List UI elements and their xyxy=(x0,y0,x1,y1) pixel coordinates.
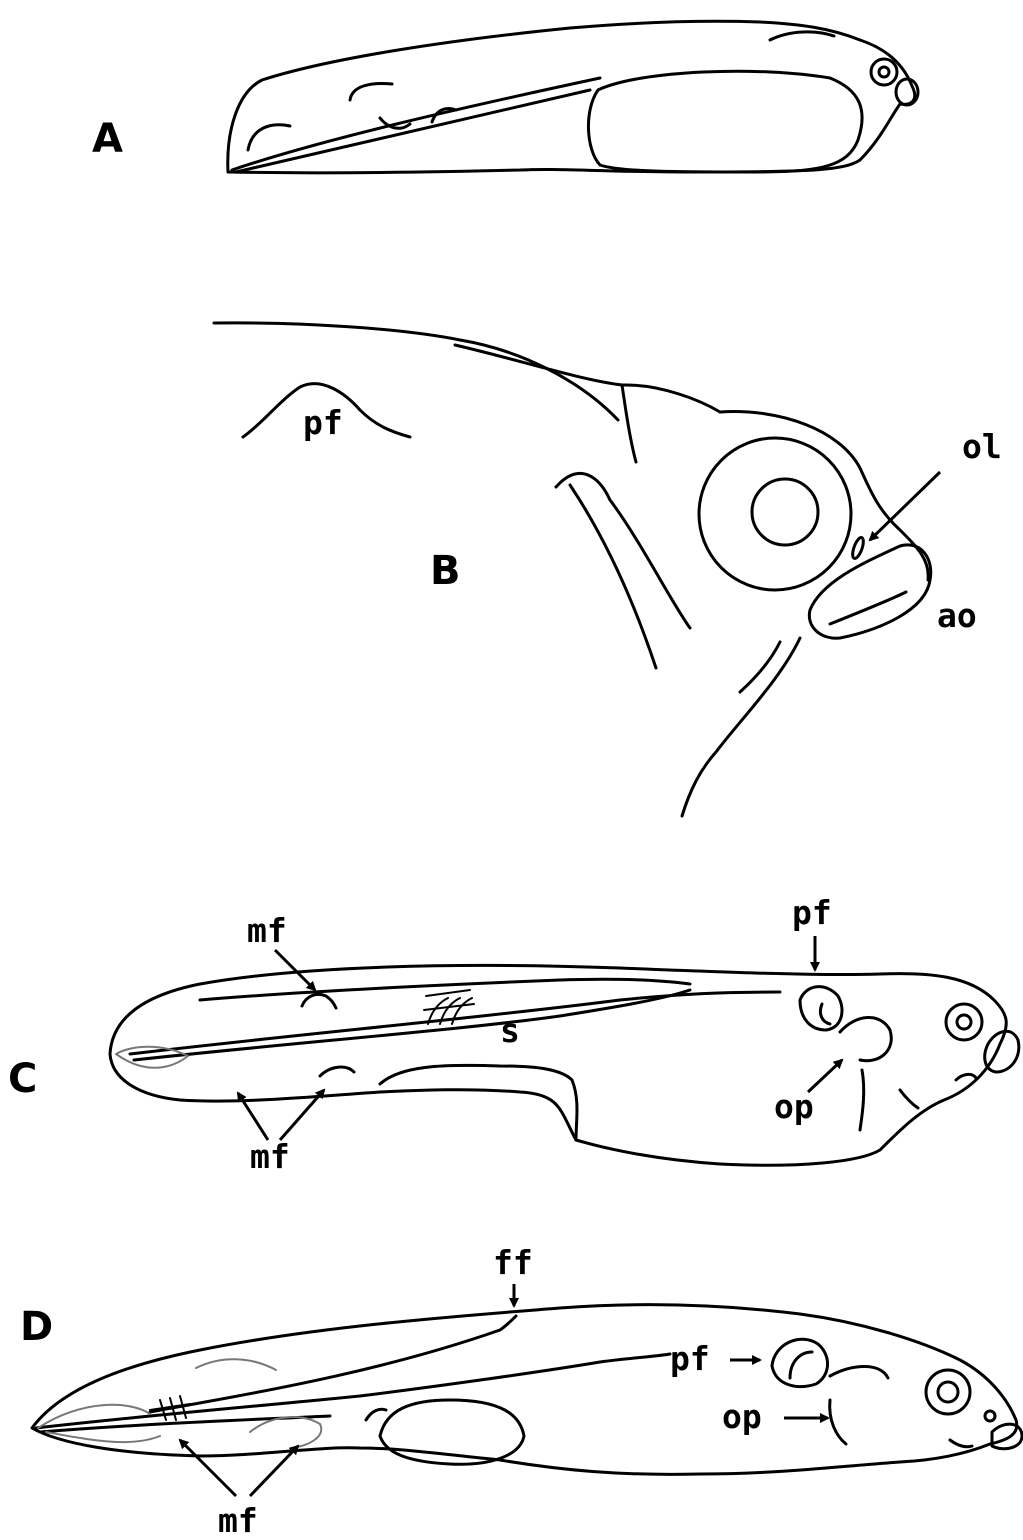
panel-b: B pf ol ao xyxy=(214,323,1002,816)
panel-b-head-drawing xyxy=(214,323,931,816)
panel-c-larva-drawing xyxy=(110,965,1019,1165)
label-c-mf-bottom: mf xyxy=(250,1137,290,1176)
label-d-mf: mf xyxy=(218,1501,258,1540)
panel-d-larva-drawing xyxy=(32,1305,1022,1475)
label-d-ff: ff xyxy=(493,1243,533,1282)
label-d-op: op xyxy=(722,1397,762,1436)
label-b-pf: pf xyxy=(303,403,343,442)
label-c-op: op xyxy=(774,1087,814,1126)
panel-c-letter: C xyxy=(8,1056,37,1102)
panel-a: A xyxy=(92,21,918,173)
panel-b-letter: B xyxy=(430,548,461,594)
panel-d-letter: D xyxy=(20,1304,53,1350)
label-d-pf: pf xyxy=(670,1339,710,1378)
label-b-ao: ao xyxy=(937,596,977,635)
label-c-pf: pf xyxy=(792,893,832,932)
arrow-d-mf-left xyxy=(180,1440,236,1496)
panel-c: C xyxy=(8,893,1019,1176)
label-c-s: s xyxy=(500,1011,520,1050)
arrow-c-op xyxy=(808,1060,842,1092)
panel-a-letter: A xyxy=(92,116,123,162)
panel-d: D xyxy=(20,1243,1022,1540)
panel-a-larva-drawing xyxy=(228,21,918,173)
label-b-ol: ol xyxy=(962,427,1002,466)
label-c-mf-top: mf xyxy=(247,911,287,950)
